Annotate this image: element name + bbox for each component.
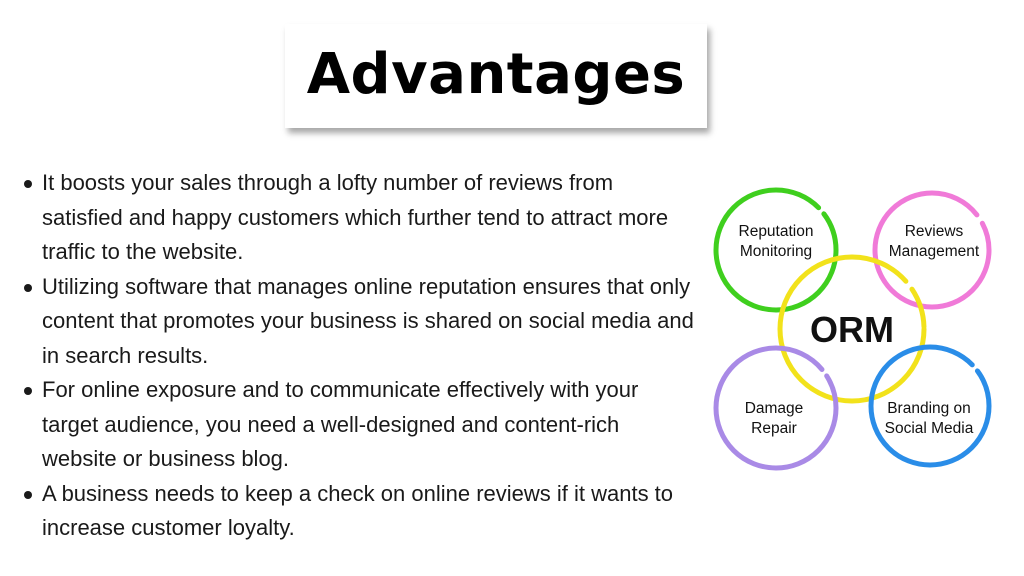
slide-title: Advantages <box>306 41 686 107</box>
reputation-monitoring-label-line1: Reputation <box>739 223 814 240</box>
damage-repair-label-line1: Damage <box>745 400 804 417</box>
bullet-item: Utilizing software that manages online r… <box>22 270 694 374</box>
reviews-management-label-line2: Management <box>889 243 980 260</box>
bullet-text: It boosts your sales through a lofty num… <box>42 170 669 264</box>
title-box: Advantages <box>285 24 707 128</box>
bullet-dot-icon <box>24 387 32 395</box>
orm-center-label: ORM <box>810 309 894 350</box>
orm-diagram: Reputation Monitoring Reviews Management… <box>710 186 1010 476</box>
bullet-text: For online exposure and to communicate e… <box>42 377 639 471</box>
damage-repair-label-line2: Repair <box>751 420 797 437</box>
reviews-management-label-line1: Reviews <box>905 223 964 240</box>
bullet-item: A business needs to keep a check on onli… <box>22 477 694 546</box>
reputation-monitoring-label-line2: Monitoring <box>740 243 812 260</box>
reputation-monitoring-circle <box>713 187 839 313</box>
bullet-text: A business needs to keep a check on onli… <box>42 480 674 541</box>
bullet-item: It boosts your sales through a lofty num… <box>22 166 694 270</box>
branding-social-media-circle <box>868 344 992 468</box>
orm-diagram-svg: Reputation Monitoring Reviews Management… <box>713 187 992 471</box>
bullet-list: It boosts your sales through a lofty num… <box>22 166 694 546</box>
bullet-item: For online exposure and to communicate e… <box>22 373 694 477</box>
branding-social-media-label-line2: Social Media <box>885 420 974 437</box>
damage-repair-circle <box>713 345 839 471</box>
bullet-dot-icon <box>24 180 32 188</box>
bullet-dot-icon <box>24 283 32 292</box>
orm-center-circle <box>777 254 927 404</box>
branding-social-media-label-line1: Branding on <box>887 400 971 417</box>
bullet-text: Utilizing software that manages online r… <box>42 273 694 368</box>
bullet-dot-icon <box>24 490 32 499</box>
reviews-management-circle <box>872 190 992 310</box>
